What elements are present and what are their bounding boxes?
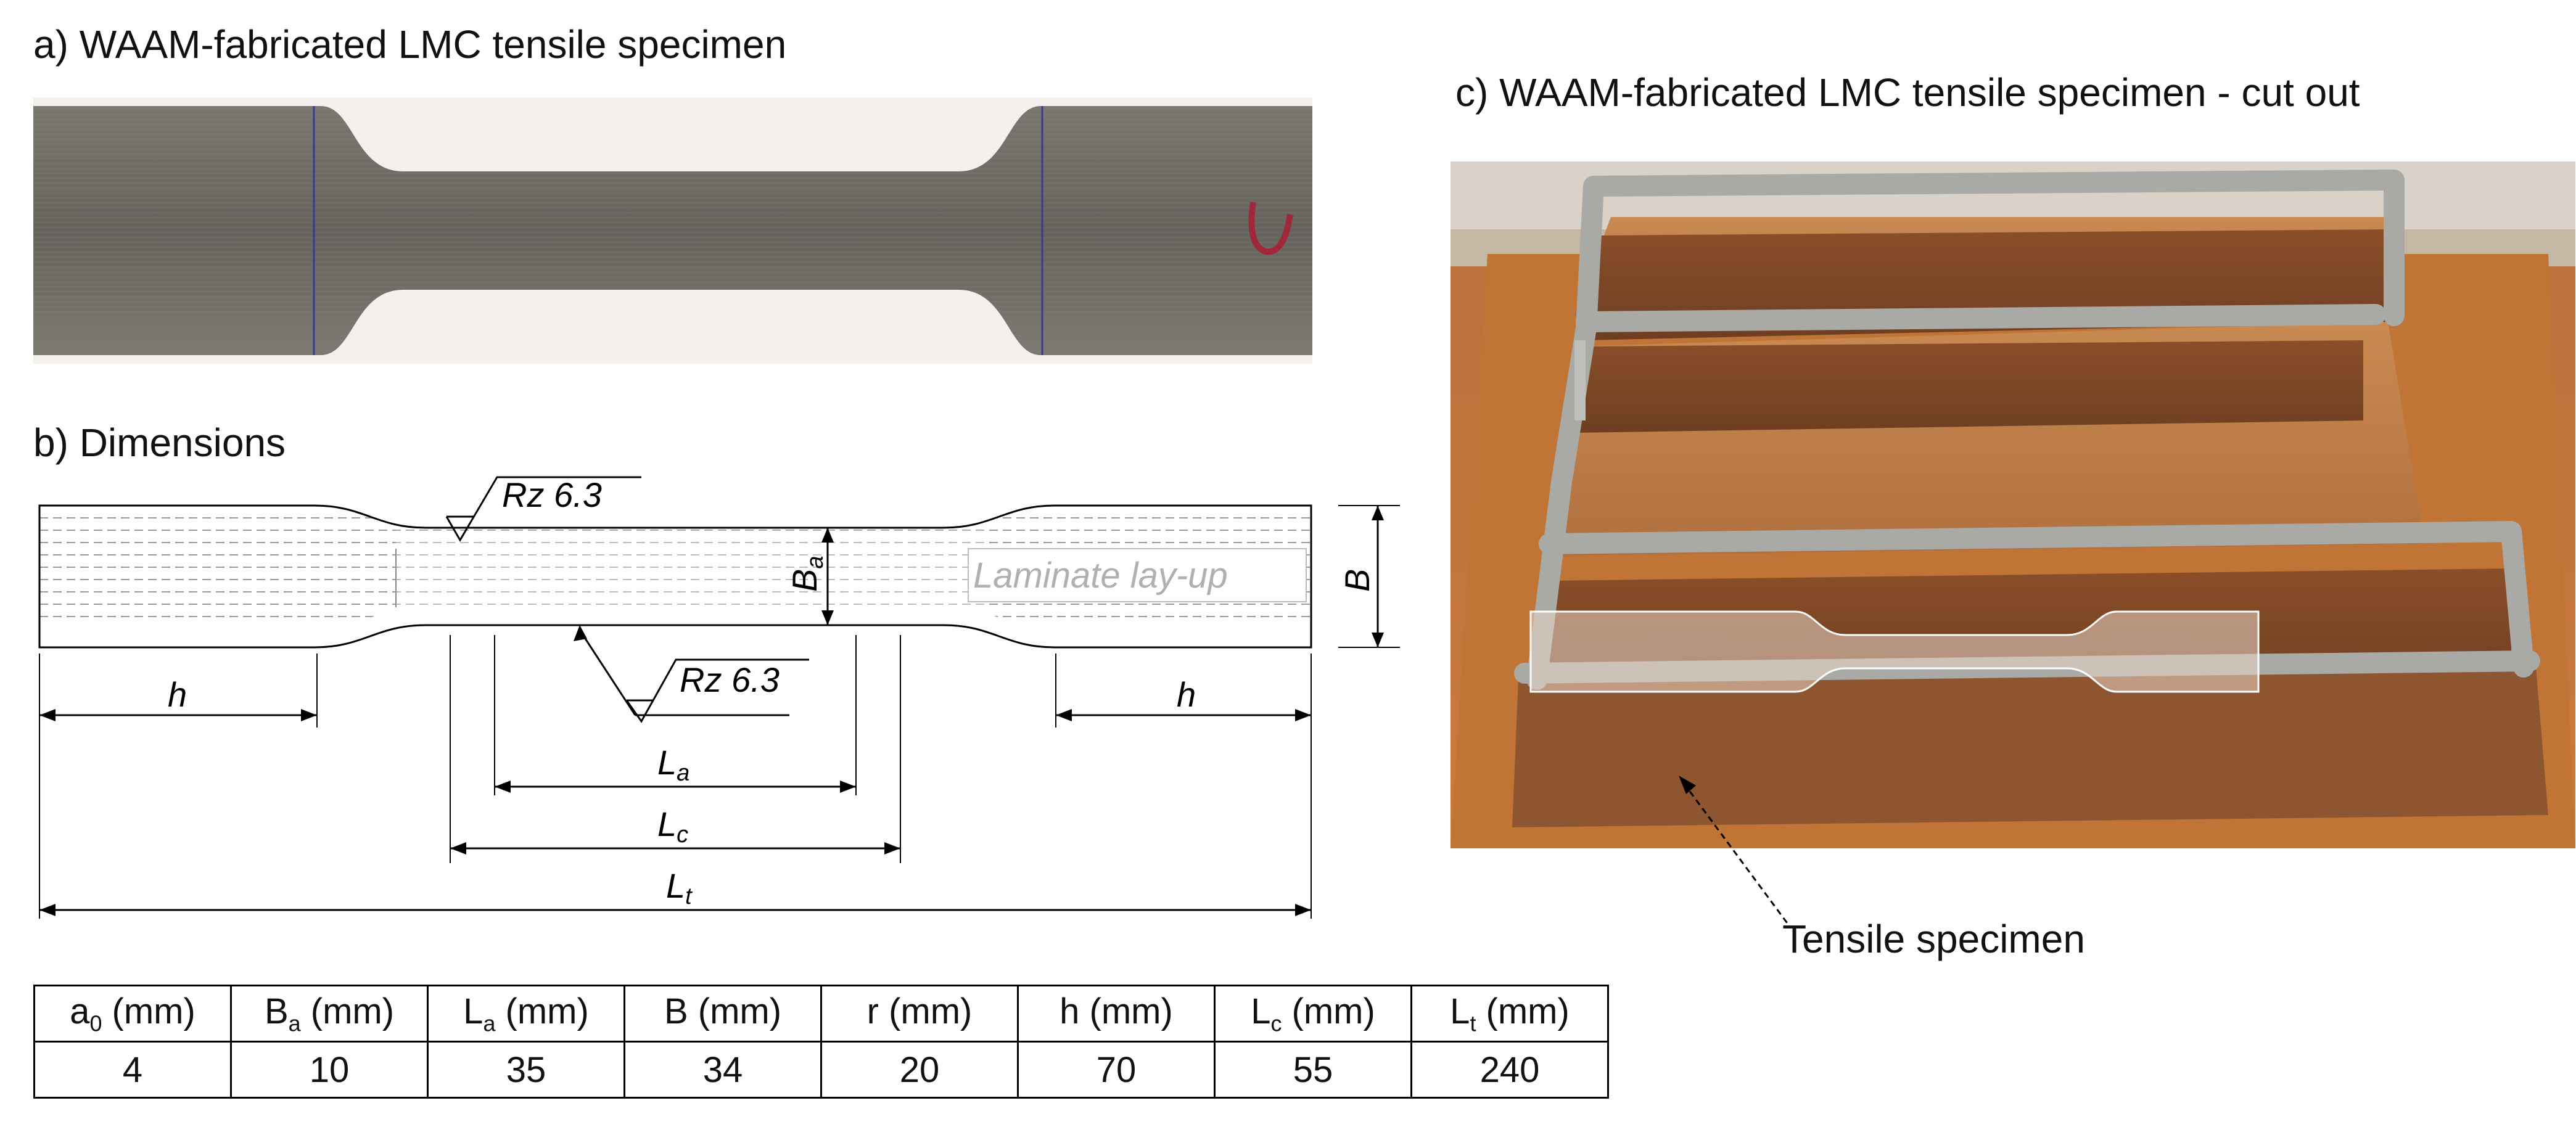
red-marking xyxy=(1248,202,1293,255)
table-value-row: 4 10 35 34 20 70 55 240 xyxy=(33,1041,1609,1099)
specimen-outline-drawing xyxy=(38,504,1312,649)
table-cell: 70 xyxy=(1017,1041,1216,1099)
callout-label: Tensile specimen xyxy=(1782,917,2085,961)
roughness-bottom-label: Rz 6.3 xyxy=(680,660,780,699)
label-h-left: h xyxy=(168,675,187,714)
label-La-main: L xyxy=(657,743,677,782)
table-cell: 4 xyxy=(33,1041,232,1099)
table-header: r (mm) xyxy=(820,985,1019,1043)
table-header: Ba (mm) xyxy=(230,985,429,1043)
roughness-top-label: Rz 6.3 xyxy=(502,475,602,514)
dimension-drawing: Laminate lay-up Rz 6.3 Rz 6.3 Ba B xyxy=(19,469,1449,937)
table-header: Lc (mm) xyxy=(1214,985,1412,1043)
label-B: B xyxy=(1338,569,1376,592)
table-header: B (mm) xyxy=(623,985,822,1043)
photo-waam-part xyxy=(1451,162,2575,848)
table-header-row: a0 (mm) Ba (mm) La (mm) B (mm) r (mm) h … xyxy=(33,985,1609,1043)
label-h-right: h xyxy=(1177,675,1196,714)
laminate-label: Laminate lay-up xyxy=(973,555,1228,596)
label-Lc-sub: c xyxy=(677,822,688,848)
table-header: a0 (mm) xyxy=(33,985,232,1043)
table-cell: 240 xyxy=(1410,1041,1609,1099)
table-cell: 20 xyxy=(820,1041,1019,1099)
caption-b: b) Dimensions xyxy=(33,420,286,465)
label-Lt-sub: t xyxy=(685,883,693,909)
label-Ba: Ba xyxy=(785,556,828,592)
label-La: La xyxy=(657,743,689,786)
label-La-sub: a xyxy=(677,760,689,786)
table-cell: 35 xyxy=(427,1041,625,1099)
label-Lc-main: L xyxy=(657,805,677,843)
table-cell: 34 xyxy=(623,1041,822,1099)
label-Lc: Lc xyxy=(657,805,688,848)
table-cell: 10 xyxy=(230,1041,429,1099)
caption-a: a) WAAM-fabricated LMC tensile specimen xyxy=(33,22,787,67)
table-cell: 55 xyxy=(1214,1041,1412,1099)
label-Ba-sub: a xyxy=(802,556,828,569)
label-Lt-main: L xyxy=(666,866,685,905)
table-header: Lt (mm) xyxy=(1410,985,1609,1043)
caption-c: c) WAAM-fabricated LMC tensile specimen … xyxy=(1455,70,2360,115)
table-header: La (mm) xyxy=(427,985,625,1043)
dimension-table: a0 (mm) Ba (mm) La (mm) B (mm) r (mm) h … xyxy=(33,985,1609,1099)
waam-part-drawing xyxy=(1451,162,2575,848)
specimen-overlay xyxy=(1529,610,2260,693)
label-Lt: Lt xyxy=(666,866,693,909)
table-header: h (mm) xyxy=(1017,985,1216,1043)
specimen-photo-drawing xyxy=(33,97,1312,364)
label-Ba-main: B xyxy=(785,569,824,592)
callout-leader-line xyxy=(1679,776,1790,925)
photo-tensile-specimen xyxy=(33,97,1312,364)
dimension-drawing-svg: Laminate lay-up Rz 6.3 Rz 6.3 Ba B xyxy=(38,475,1400,919)
